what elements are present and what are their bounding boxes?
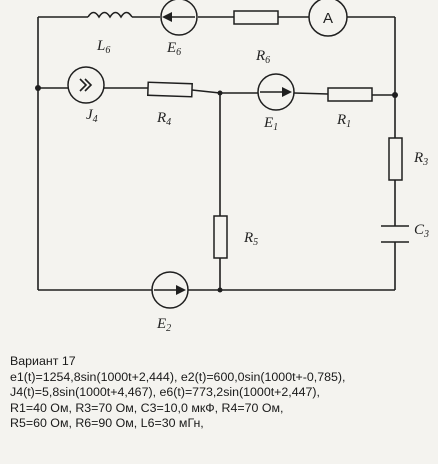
resistor-R4: R4: [146, 81, 193, 128]
node-middle-top: [217, 90, 223, 96]
circuit-diagram: L6 E6 R6 A J4 R4 E1 R1: [35, 0, 429, 334]
svg-text:C3: C3: [414, 222, 429, 240]
source-E1: E1: [257, 73, 295, 133]
variant-line-2: J4(t)=5,8sin(1000t+4,467), e6(t)=773,2si…: [10, 385, 320, 399]
variant-parameters: Вариант 17 e1(t)=1254,8sin(1000t+2,444),…: [10, 354, 434, 432]
svg-text:E2: E2: [156, 316, 171, 334]
node-left: [35, 85, 41, 91]
svg-text:L6: L6: [96, 38, 110, 56]
node-right: [392, 92, 398, 98]
ammeter: A: [308, 0, 348, 37]
svg-text:R6: R6: [255, 48, 270, 66]
svg-text:A: A: [323, 10, 333, 27]
variant-line-4: R5=60 Ом, R6=90 Ом, L6=30 мГн,: [10, 416, 204, 430]
source-E2: E2: [151, 271, 189, 334]
inductor-L6: L6: [87, 11, 133, 56]
current-source-J4: J4: [67, 66, 105, 125]
svg-text:R3: R3: [413, 150, 428, 168]
resistor-R1: R1: [327, 87, 373, 130]
svg-text:R5: R5: [243, 230, 258, 248]
variant-line-1: e1(t)=1254,8sin(1000t+2,444), e2(t)=600,…: [10, 369, 346, 384]
svg-text:J4: J4: [86, 107, 98, 125]
variant-line-3: R1=40 Ом, R3=70 Ом, C3=10,0 мкФ, R4=70 О…: [10, 400, 284, 415]
svg-text:E1: E1: [263, 115, 278, 133]
variant-title: Вариант 17: [10, 354, 76, 368]
resistor-R5: R5: [213, 215, 258, 259]
resistor-R3: R3: [388, 137, 428, 181]
svg-text:E6: E6: [166, 40, 181, 58]
svg-text:R1: R1: [336, 112, 351, 130]
node-bottom-middle: [217, 287, 223, 293]
svg-text:R4: R4: [156, 110, 171, 128]
source-E6: E6: [160, 0, 198, 58]
capacitor-C3: C3: [381, 222, 429, 243]
resistor-R6: R6: [233, 10, 279, 66]
